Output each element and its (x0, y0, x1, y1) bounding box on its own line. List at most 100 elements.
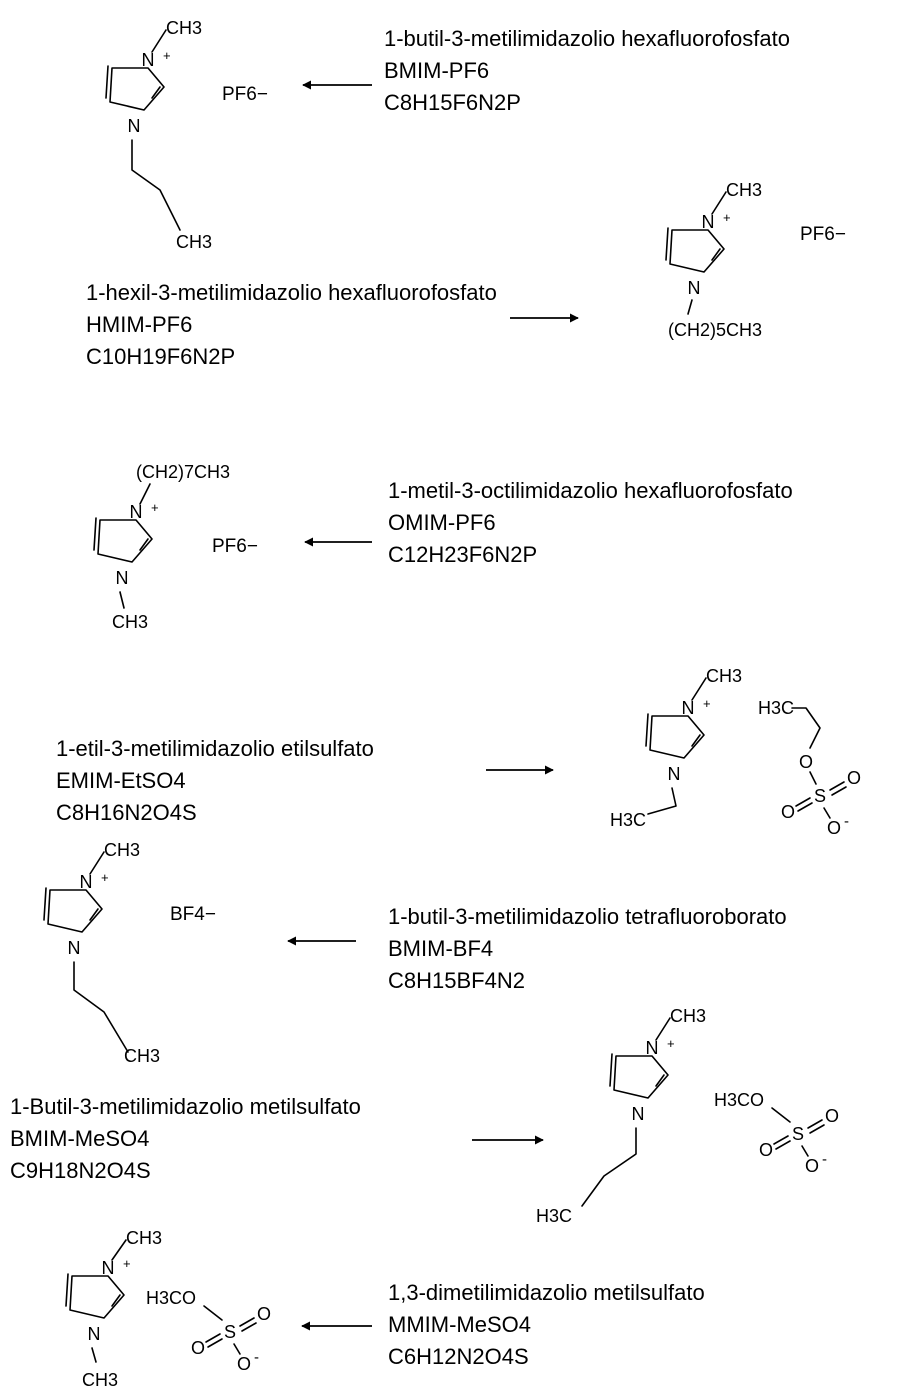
positive-charge: + (163, 48, 171, 63)
bond-ethyl (791, 707, 821, 749)
molecule-hmim-pf6: N + N CH3 (CH2)5CH3 (665, 180, 762, 340)
anion-label: PF6− (222, 84, 268, 105)
compound-abbreviation: MMIM-MeSO4 (388, 1312, 531, 1337)
methyl-group: CH3 (112, 612, 148, 632)
ethyl-terminal-methyl: H3C (610, 810, 646, 830)
ring-double-bond (111, 1294, 121, 1307)
nitrogen-1: N (116, 568, 129, 588)
compound-name: 1-butil-3-metilimidazolio hexafluorofosf… (384, 26, 790, 51)
ring-double-bond (105, 65, 109, 99)
bond-n3-methyl (711, 191, 727, 215)
imidazolium-ring (109, 67, 165, 111)
molecular-formula: C9H18N2O4S (10, 1158, 151, 1183)
compound-abbreviation: BMIM-BF4 (388, 936, 493, 961)
bond-n3-methyl (111, 1239, 127, 1261)
methoxy-group: H3CO (714, 1090, 764, 1110)
compound-name: 1-etil-3-metilimidazolio etilsulfato (56, 736, 374, 761)
bond-n3-methyl (151, 29, 167, 53)
positive-charge: + (101, 870, 109, 885)
hexyl-chain: (CH2)5CH3 (668, 320, 762, 340)
imidazolium-ring (649, 715, 705, 759)
imidazolium-ring (47, 889, 103, 933)
methoxy-group: H3CO (146, 1288, 196, 1308)
compound-bmim-pf6: N + N CH3 CH3 PF6− 1-butil-3-metilimidaz… (105, 18, 790, 252)
molecule-bmim-pf6: N + N CH3 CH3 (105, 18, 212, 252)
sulfur: S (792, 1124, 804, 1144)
compound-name: 1-Butil-3-metilimidazolio metilsulfato (10, 1094, 361, 1119)
compound-emim-etso4: 1-etil-3-metilimidazolio etilsulfato EMI… (56, 666, 861, 838)
molecule-bmim-meso4: N + N CH3 H3C (536, 1006, 706, 1226)
positive-charge: + (123, 1256, 131, 1271)
negative-charge: - (822, 1151, 827, 1168)
sulfur: S (814, 786, 826, 806)
methyl-group: CH3 (82, 1370, 118, 1390)
negative-charge: - (844, 813, 849, 830)
molecule-bmim-bf4: N + N CH3 CH3 (43, 840, 160, 1066)
methyl-group: CH3 (670, 1006, 706, 1026)
anion-label: BF4− (170, 904, 216, 925)
bond-o-s (771, 1107, 791, 1123)
anion-ethyl-methyl: H3C (758, 698, 794, 718)
ring-double-bond (655, 1074, 665, 1087)
bond-s-o-minus (801, 1145, 809, 1157)
compound-abbreviation: OMIM-PF6 (388, 510, 496, 535)
ring-double-bond (645, 713, 649, 747)
compound-abbreviation: BMIM-MeSO4 (10, 1126, 149, 1151)
ring-double-bond (711, 248, 721, 261)
ring-double-bond (43, 887, 47, 921)
nitrogen-1: N (128, 116, 141, 136)
compound-abbreviation: BMIM-PF6 (384, 58, 489, 83)
sulfur: S (224, 1322, 236, 1342)
bond-s-o-minus (823, 807, 831, 819)
compound-bmim-meso4: 1-Butil-3-metilimidazolio metilsulfato B… (10, 1006, 839, 1226)
anion-methylsulfate: H3CO S O O O - (714, 1090, 839, 1176)
oxygen: O (847, 768, 861, 788)
compound-bmim-bf4: N + N CH3 CH3 BF4− 1-butil-3-metilimidaz… (43, 840, 787, 1066)
nitrogen-3: N (102, 1258, 115, 1278)
molecule-emim-etso4: N + N CH3 H3C (610, 666, 742, 830)
bond-s-o-minus (233, 1343, 241, 1355)
compound-name: 1-hexil-3-metilimidazolio hexafluorofosf… (86, 280, 497, 305)
bond-n1-alkyl (687, 299, 693, 315)
ring-double-bond (93, 517, 97, 551)
nitrogen-3: N (646, 1038, 659, 1058)
molecule-mmim-meso4: N + N CH3 CH3 (65, 1228, 162, 1390)
compound-omim-pf6: N + N (CH2)7CH3 CH3 PF6− 1-metil-3-octil… (93, 462, 793, 632)
double-bond-s-o (205, 1333, 223, 1348)
double-bond-s-o (773, 1135, 791, 1150)
anion-ethylsulfate: H3C O S O O O - (758, 698, 861, 838)
bond-n3-octyl (139, 483, 151, 505)
bond-n3-methyl (655, 1017, 671, 1041)
nitrogen-3: N (80, 872, 93, 892)
oxygen: O (759, 1140, 773, 1160)
compound-abbreviation: HMIM-PF6 (86, 312, 192, 337)
nitrogen-3: N (702, 212, 715, 232)
double-bond-s-o (829, 781, 847, 796)
molecular-formula: C8H15BF4N2 (388, 968, 525, 993)
anion-label: PF6− (800, 224, 846, 245)
bond-o-s (203, 1305, 223, 1321)
methyl-group: CH3 (166, 18, 202, 38)
compound-hmim-pf6: 1-hexil-3-metilimidazolio hexafluorofosf… (86, 180, 846, 369)
negative-charge: - (254, 1349, 259, 1366)
oxygen: O (781, 802, 795, 822)
oxygen: O (257, 1304, 271, 1324)
butyl-terminal-methyl: CH3 (124, 1046, 160, 1066)
compound-name: 1-metil-3-octilimidazolio hexafluorofosf… (388, 478, 793, 503)
molecule-omim-pf6: N + N (CH2)7CH3 CH3 (93, 462, 230, 632)
compound-name: 1,3-dimetilimidazolio metilsulfato (388, 1280, 705, 1305)
butyl-terminal-methyl: CH3 (176, 232, 212, 252)
double-bond-s-o (795, 797, 813, 812)
molecular-formula: C6H12N2O4S (388, 1344, 529, 1369)
butyl-chain (581, 1127, 637, 1207)
nitrogen-1: N (88, 1324, 101, 1344)
molecular-formula: C10H19F6N2P (86, 344, 235, 369)
methyl-group: CH3 (726, 180, 762, 200)
ring-double-bond (609, 1053, 613, 1087)
molecular-formula: C8H16N2O4S (56, 800, 197, 825)
ring-double-bond (139, 538, 149, 551)
anion-label: PF6− (212, 536, 258, 557)
nitrogen-1: N (688, 278, 701, 298)
ring-double-bond (665, 227, 669, 261)
positive-charge: + (723, 210, 731, 225)
